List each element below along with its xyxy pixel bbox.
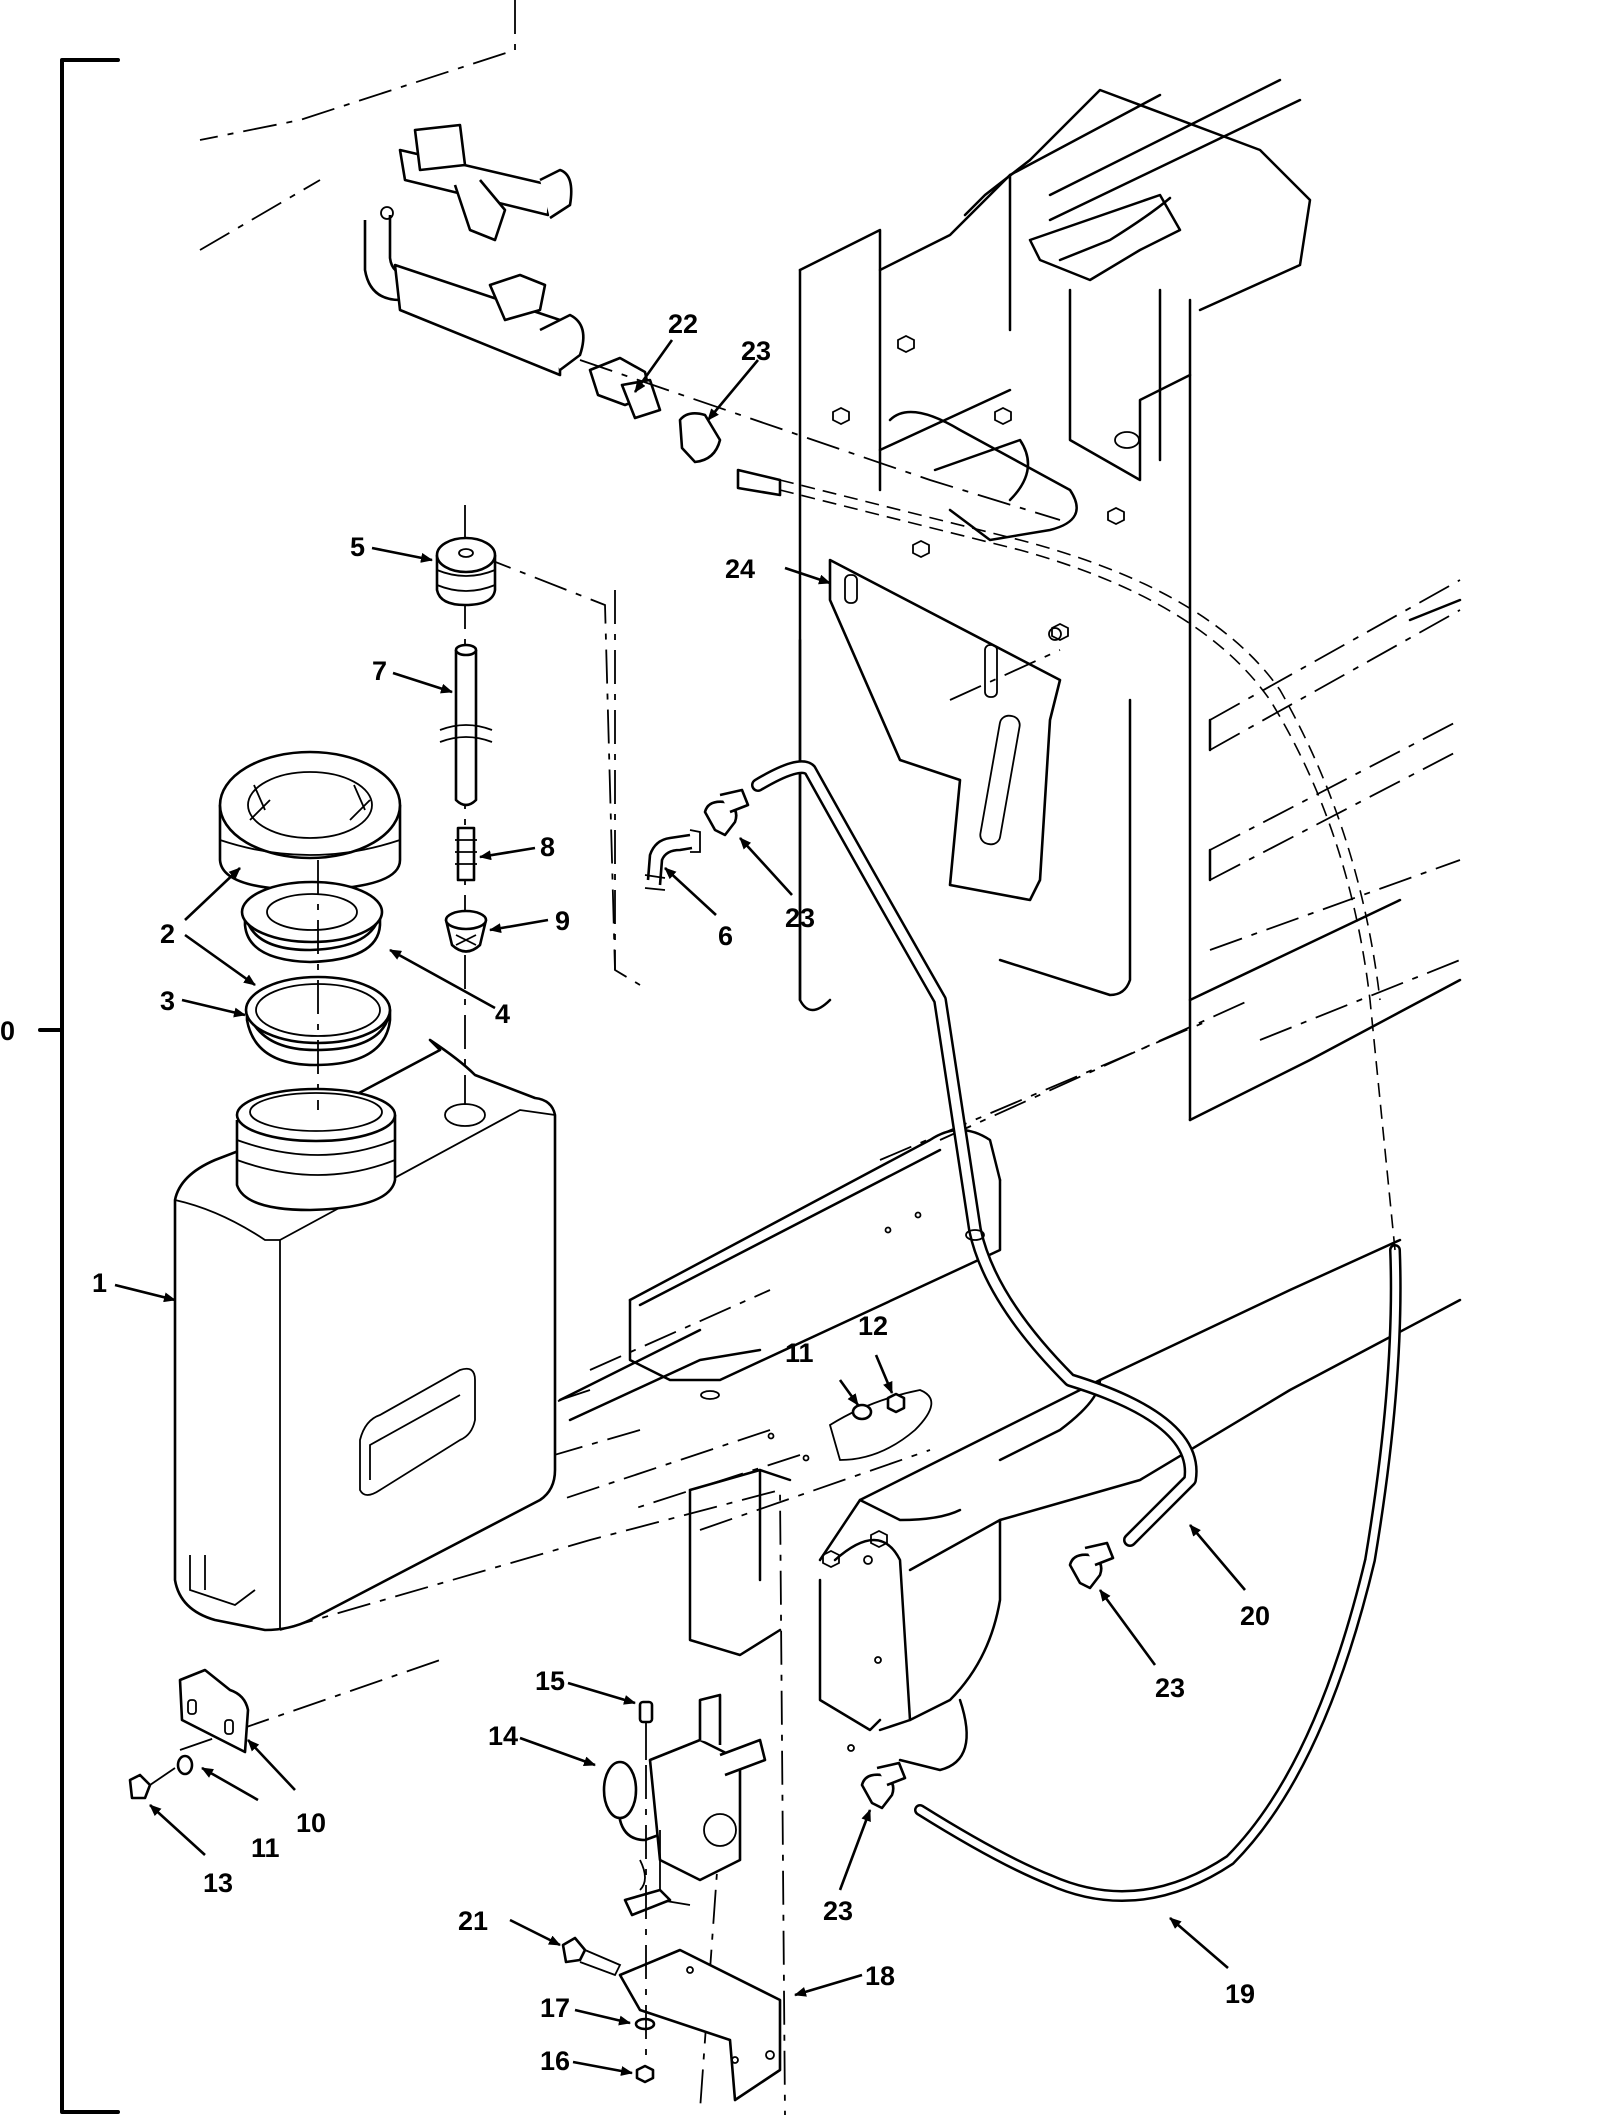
callout-20: 20 (1240, 1601, 1270, 1631)
washer-reservoir-tank (173, 1038, 557, 1632)
callout-23-top: 23 (741, 336, 771, 366)
callout-19: 19 (1225, 1979, 1255, 2009)
callout-5: 5 (350, 532, 365, 562)
washer-hose-20 (751, 760, 1198, 1547)
tank-bracket-10 (128, 1668, 250, 1800)
callout-21: 21 (458, 1906, 488, 1936)
callout-23-middle: 23 (785, 903, 815, 933)
washer-pump-14 (561, 1693, 782, 2102)
callout-3: 3 (160, 986, 175, 1016)
reservoir-cap-ring (218, 750, 402, 892)
callout-10: 10 (296, 1808, 326, 1838)
callout-13: 13 (203, 1868, 233, 1898)
washer-nut-11-12 (851, 1392, 906, 1421)
callout-17: 17 (540, 1993, 570, 2023)
figure-bracket (38, 58, 120, 2114)
callout-1: 1 (92, 1268, 107, 1298)
callout-labels: 0 1 2 3 4 5 6 7 8 9 10 11 11 12 13 14 15… (0, 309, 1270, 2076)
washer-hose-19 (914, 999, 1402, 1902)
callout-16: 16 (540, 2046, 570, 2076)
callout-4: 4 (495, 999, 510, 1029)
pickup-tube-assembly (435, 536, 497, 953)
valve-and-fittings-top (363, 123, 1381, 1001)
figure-number-label: 0 (0, 1016, 15, 1046)
callout-14: 14 (488, 1721, 518, 1751)
elbow-fitting-6 (644, 829, 701, 891)
callout-12: 12 (858, 1311, 888, 1341)
callout-15: 15 (535, 1666, 565, 1696)
callout-24: 24 (725, 554, 755, 584)
frame-crossmember (399, 999, 1462, 1772)
reservoir-gasket (240, 880, 384, 964)
callout-9: 9 (555, 906, 570, 936)
vehicle-body-structure (199, 0, 1462, 1122)
callout-8: 8 (540, 832, 555, 862)
callout-11-bracket: 11 (251, 1833, 280, 1863)
callout-6: 6 (718, 921, 733, 951)
callout-23-bottom: 23 (823, 1896, 853, 1926)
callout-leaders (114, 339, 1246, 2076)
callout-22: 22 (668, 309, 698, 339)
hose-bracket (828, 558, 1062, 902)
callout-23-right: 23 (1155, 1673, 1185, 1703)
callout-7: 7 (372, 656, 387, 686)
callout-11-frame: 11 (785, 1338, 814, 1368)
callout-2: 2 (160, 919, 175, 949)
hose-clamp-23 (703, 788, 1115, 1810)
callout-18: 18 (865, 1961, 895, 1991)
